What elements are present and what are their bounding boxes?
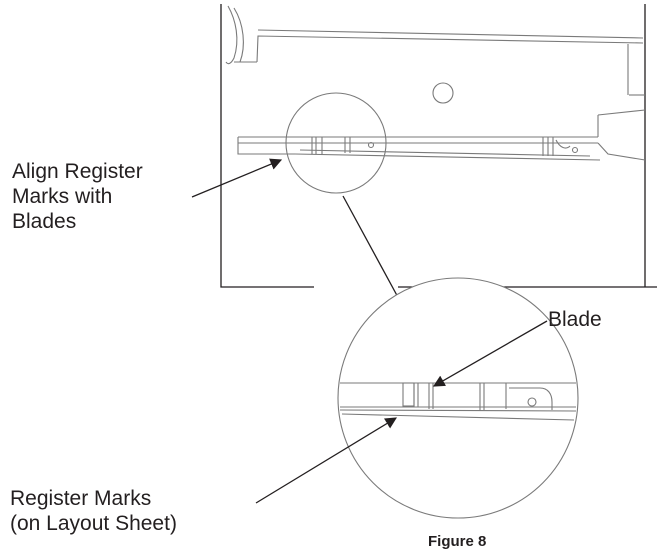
align-callout-arrow (191, 158, 283, 198)
detail-blade-strip (339, 382, 577, 421)
detail-magnified-view (337, 277, 579, 519)
overall-view (220, 4, 657, 288)
detail-connector-line (342, 195, 401, 302)
view-frame-left-bottom (220, 4, 314, 288)
detail-source-circle (285, 92, 387, 194)
detail-magnified-circle (337, 277, 579, 519)
callout-text-line: Marks with (12, 185, 113, 208)
figure-caption: Figure 8 (428, 533, 487, 550)
align-register-callout: Align Register Marks with Blades (12, 159, 143, 234)
blade-callout: Blade (548, 307, 602, 332)
callout-text-line: Register Marks (10, 487, 152, 510)
callout-text-line: Align Register (12, 160, 143, 183)
register-marks-callout: Register Marks (on Layout Sheet) (10, 486, 177, 536)
blade-callout-arrow (432, 320, 548, 387)
register-callout-arrow (255, 417, 398, 504)
machine-body (225, 5, 645, 104)
blade-rail (237, 109, 646, 161)
callout-text-line: Blades (12, 210, 77, 233)
callout-text-line: (on Layout Sheet) (10, 512, 177, 535)
blade-label: Blade (548, 308, 602, 331)
